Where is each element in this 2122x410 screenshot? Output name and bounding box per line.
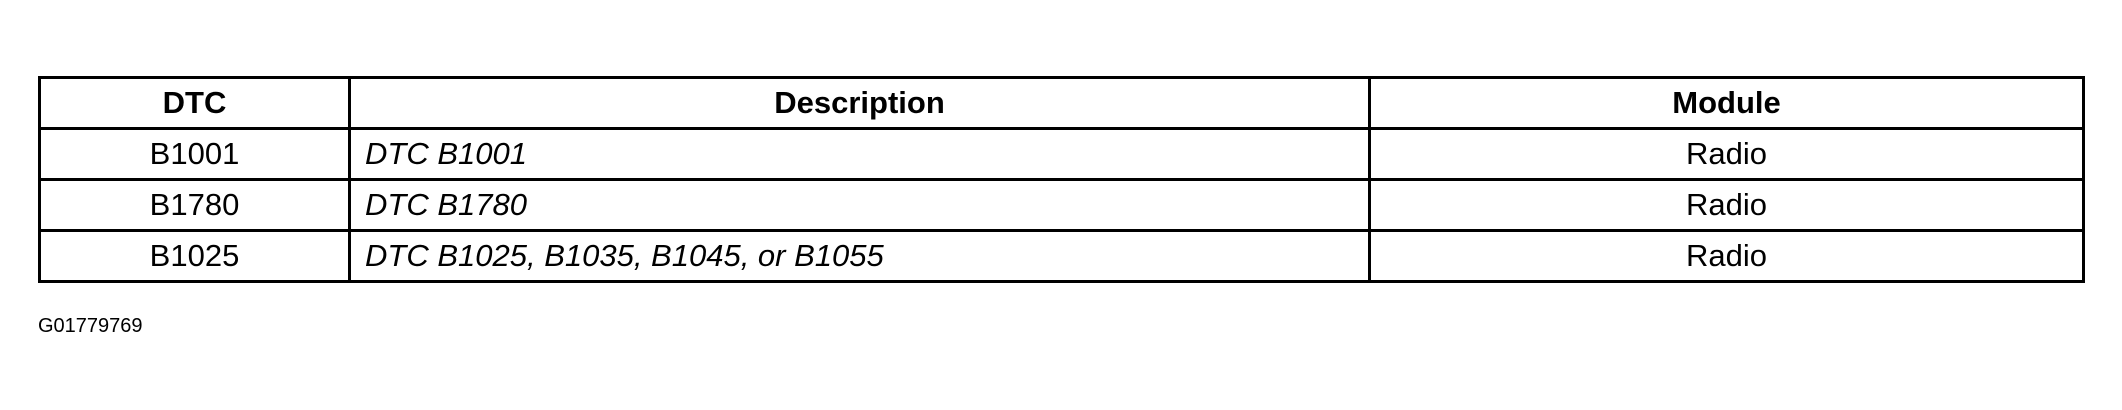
module-cell: Radio xyxy=(1368,127,2085,181)
table-header: DTC Description Module xyxy=(38,76,2085,130)
table-row: B1025 DTC B1025, B1035, B1045, or B1055 … xyxy=(38,229,2085,283)
module-cell: Radio xyxy=(1368,178,2085,232)
header-description: Description xyxy=(348,76,1371,130)
table-row: B1780 DTC B1780 Radio xyxy=(38,178,2085,232)
dtc-code-cell: B1025 xyxy=(38,229,351,283)
description-cell: DTC B1001 xyxy=(348,127,1371,181)
module-cell: Radio xyxy=(1368,229,2085,283)
description-cell: DTC B1780 xyxy=(348,178,1371,232)
table-body: B1001 DTC B1001 Radio B1780 DTC B1780 Ra… xyxy=(38,127,2085,283)
header-module: Module xyxy=(1368,76,2085,130)
header-row: DTC Description Module xyxy=(38,76,2085,130)
dtc-table: DTC Description Module B1001 DTC B1001 R… xyxy=(38,76,2085,283)
dtc-code-cell: B1780 xyxy=(38,178,351,232)
figure-id: G01779769 xyxy=(38,315,143,337)
dtc-code-cell: B1001 xyxy=(38,127,351,181)
description-cell: DTC B1025, B1035, B1045, or B1055 xyxy=(348,229,1371,283)
header-dtc: DTC xyxy=(38,76,351,130)
table-row: B1001 DTC B1001 Radio xyxy=(38,127,2085,181)
